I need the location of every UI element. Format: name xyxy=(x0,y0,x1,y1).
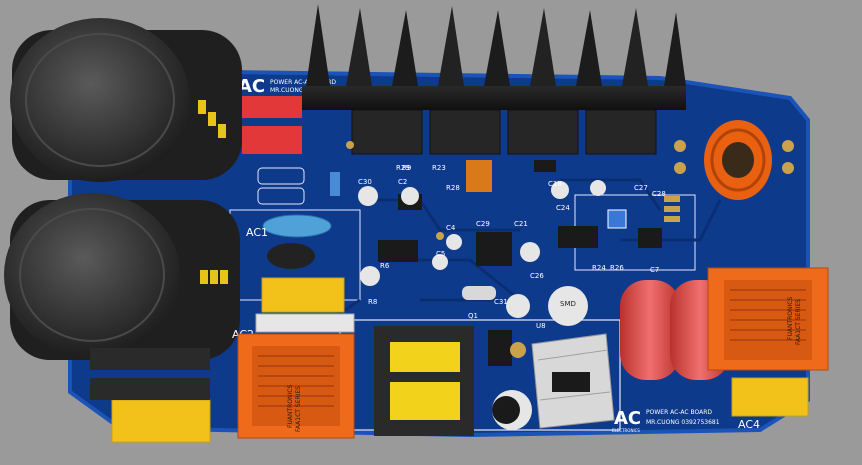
power-transistors xyxy=(351,109,657,155)
svg-text:C18: C18 xyxy=(548,180,562,188)
mounting-pads xyxy=(346,140,794,240)
svg-text:C31: C31 xyxy=(494,298,508,306)
svg-text:C27: C27 xyxy=(634,184,648,192)
small-electrolytic-caps xyxy=(358,180,606,318)
mosfet xyxy=(488,330,512,366)
ref-designators: R29 R23 C30 C2 R28 C26 C18 C29 C27 C21 R… xyxy=(358,164,666,330)
yellow-box-capacitor xyxy=(261,277,345,313)
heatsink xyxy=(302,4,686,110)
fuse-holder xyxy=(255,313,355,333)
crystal xyxy=(462,286,496,300)
svg-text:R28: R28 xyxy=(446,184,460,192)
svg-text:R24: R24 xyxy=(592,264,606,272)
svg-text:R26: R26 xyxy=(610,264,624,272)
svg-text:C21: C21 xyxy=(514,220,528,228)
svg-text:C7: C7 xyxy=(650,266,659,274)
board-title-bottom: POWER AC-AC BOARD xyxy=(646,409,712,416)
aluminium-heatsink xyxy=(531,333,615,429)
label-ac1: AC1 xyxy=(246,226,268,239)
svg-text:R6: R6 xyxy=(380,262,390,270)
smd-cap-1: SMD xyxy=(548,286,588,326)
header-pins xyxy=(664,196,680,222)
film-capacitor xyxy=(267,243,315,269)
power-resistor xyxy=(242,126,302,154)
svg-text:C24: C24 xyxy=(556,204,570,212)
smd-cap-2 xyxy=(492,390,532,430)
svg-text:C30: C30 xyxy=(358,178,372,186)
svg-text:FAA1CT SERIES: FAA1CT SERIES xyxy=(295,386,302,432)
svg-text:R9: R9 xyxy=(402,164,411,172)
svg-text:Q1: Q1 xyxy=(468,312,478,320)
svg-text:R29: R29 xyxy=(396,164,410,172)
electrolytic-capacitor-top xyxy=(10,18,242,182)
power-resistor xyxy=(242,96,302,118)
electrolytic-capacitor-bottom xyxy=(4,193,240,360)
resistor-outline xyxy=(257,167,305,185)
svg-text:FUANTRONICS: FUANTRONICS xyxy=(787,297,794,340)
resistor xyxy=(330,172,340,196)
bridge-rectifier xyxy=(90,378,210,400)
trimmer-potentiometer xyxy=(607,209,627,229)
svg-text:FAA1CT SERIES: FAA1CT SERIES xyxy=(795,299,802,345)
bridge-rectifier xyxy=(90,348,210,370)
svg-text:FUANTRONICS: FUANTRONICS xyxy=(287,385,294,428)
svg-text:R23: R23 xyxy=(432,164,446,172)
svg-text:C4: C4 xyxy=(446,224,456,232)
logo-top: AC xyxy=(238,76,265,97)
toroid-inductor xyxy=(704,120,772,200)
switching-transformer xyxy=(374,326,474,436)
svg-text:C29: C29 xyxy=(476,220,490,228)
svg-text:C5: C5 xyxy=(436,250,445,258)
svg-text:U8: U8 xyxy=(536,322,546,330)
resistor-outline xyxy=(257,187,305,205)
svg-text:C28: C28 xyxy=(652,190,666,198)
logo-bottom: AC xyxy=(614,408,641,429)
orange-connector xyxy=(466,160,492,192)
label-ac4: AC4 xyxy=(738,418,760,431)
svg-text:R8: R8 xyxy=(368,298,377,306)
logo-sub: ELECTRONICS xyxy=(612,428,640,433)
svg-text:C2: C2 xyxy=(398,178,407,186)
yellow-box-capacitor xyxy=(731,377,809,417)
ceramic-capacitor xyxy=(262,214,332,238)
ceramic-disc xyxy=(510,342,526,358)
svg-text:AC: AC xyxy=(238,76,265,97)
common-mode-choke-left: FUANTRONICS FAA1CT SERIES xyxy=(237,333,355,439)
yellow-box-capacitor xyxy=(111,399,211,443)
common-mode-choke-right: FUANTRONICS FAA1CT SERIES xyxy=(707,267,829,371)
svg-text:C26: C26 xyxy=(530,272,544,280)
board-author-bottom: MR.CUONG 0392753681 xyxy=(646,419,720,426)
svg-text:SMD: SMD xyxy=(560,300,576,308)
board-title-top: POWER AC-AC BOARD xyxy=(270,79,336,86)
